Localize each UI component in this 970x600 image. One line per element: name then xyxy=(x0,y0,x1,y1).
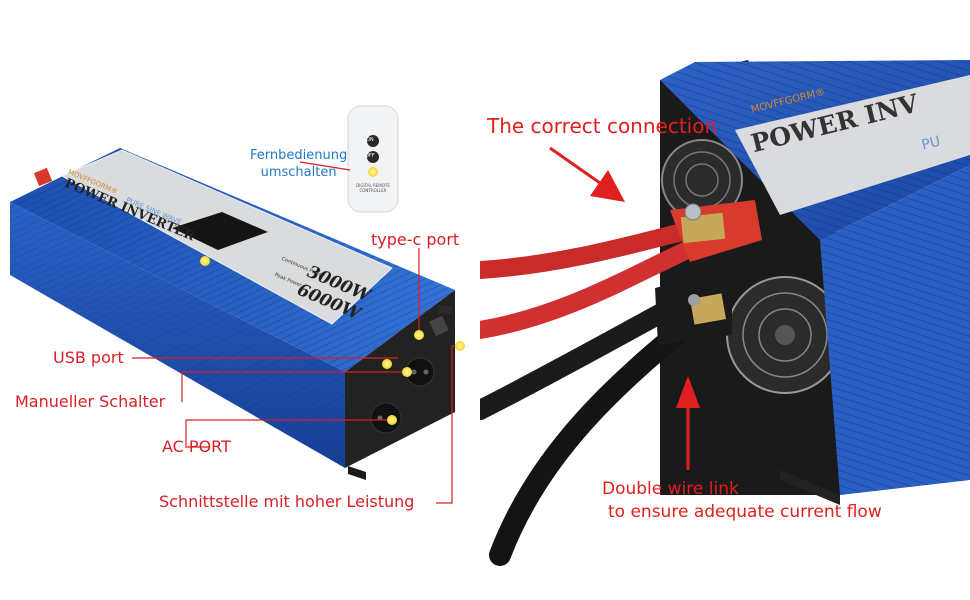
remote-on-text: ON xyxy=(366,137,374,143)
schalter-marker xyxy=(402,367,412,377)
product-overview-panel: ON OFF DIGITAL REMOTE CONTROLLER MOVFFGO… xyxy=(0,0,480,600)
remote-off-button xyxy=(367,151,379,163)
label-marker xyxy=(200,256,210,266)
remote-leader xyxy=(299,161,351,171)
schalter-callout: Manueller Schalter xyxy=(15,392,166,411)
product-overview-drawing xyxy=(10,105,465,504)
usb-callout: USB port xyxy=(53,348,124,367)
yellow-markers xyxy=(200,167,465,425)
remote-callout-line2: umschalten xyxy=(260,165,337,180)
arrow-to-negative xyxy=(676,376,700,470)
ac-callout: AC PORT xyxy=(162,437,231,456)
remote-callout: Fernbedienung umschalten xyxy=(250,147,347,181)
double-wire-line2: to ensure adequate current flow xyxy=(608,502,882,522)
double-wire-caption: Double wire link to ensure adequate curr… xyxy=(602,478,882,524)
typec-callout: type-c port xyxy=(371,230,460,249)
remote-marker xyxy=(368,167,378,177)
remote-on-button xyxy=(367,135,379,147)
double-wire-line1: Double wire link xyxy=(602,479,739,499)
inverter-housing xyxy=(660,60,970,505)
usb-marker xyxy=(382,359,392,369)
positive-terminal xyxy=(670,200,762,262)
arrow-to-positive xyxy=(549,146,625,202)
remote-caption: DIGITAL REMOTE CONTROLLER xyxy=(356,183,390,193)
correct-connection-caption: The correct connection xyxy=(487,114,718,138)
connection-detail-drawing xyxy=(480,60,970,566)
typec-marker xyxy=(414,330,424,340)
schnitt-callout: Schnittstelle mit hoher Leistung xyxy=(159,492,415,511)
red-cables xyxy=(480,221,714,339)
negative-terminal xyxy=(655,270,732,345)
title-text: POWER INVERTER xyxy=(62,176,197,245)
remote-off-text: OFF xyxy=(365,153,375,159)
schalter-leader xyxy=(181,371,405,402)
remote-control xyxy=(347,105,399,213)
ac-marker xyxy=(387,415,397,425)
ac-leader xyxy=(185,419,392,448)
inverter-body xyxy=(10,148,455,480)
schnitt-marker xyxy=(455,341,465,351)
remote-callout-line1: Fernbedienung xyxy=(250,148,348,163)
connection-detail-panel: MOVFFGORM® POWER INV PU The correct conn… xyxy=(480,0,970,600)
